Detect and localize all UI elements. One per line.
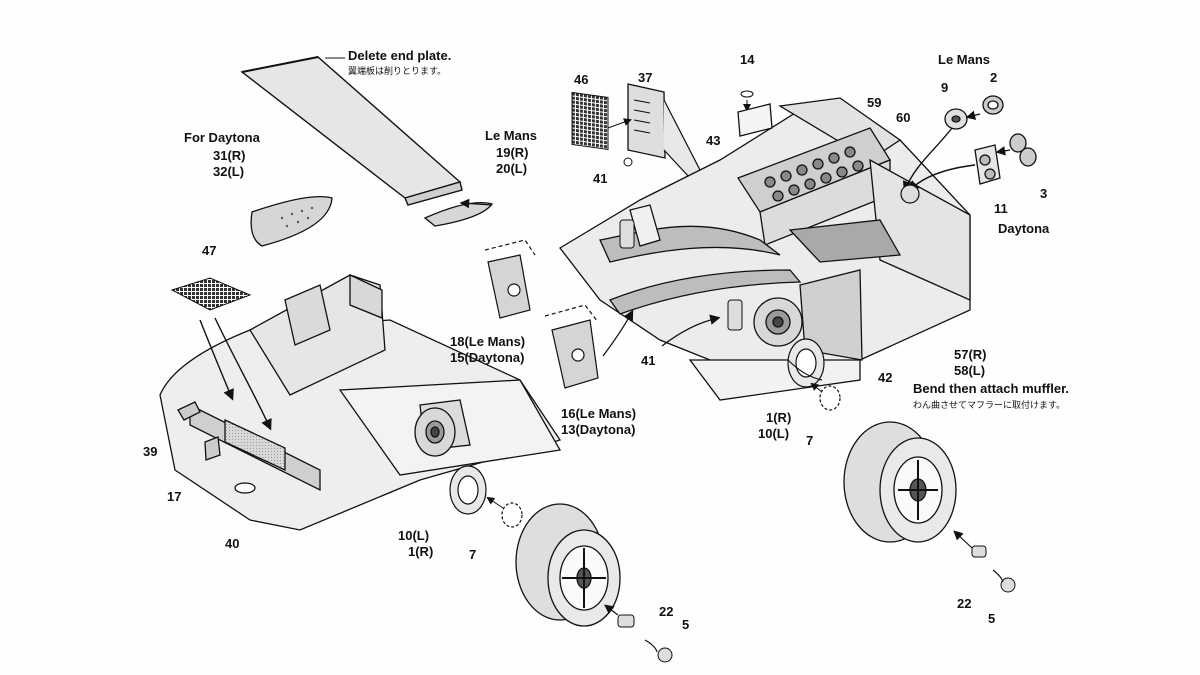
label-part-37: 37	[638, 70, 653, 85]
note-delete-end-plate-jp: 翼端板は削りとります。	[348, 67, 447, 77]
arrow	[995, 146, 1011, 156]
label-le-mans-wing: Le Mans	[485, 128, 538, 143]
label-part-13: 13(Daytona)	[561, 422, 636, 437]
brake-disc-left	[449, 465, 487, 515]
label-part-42: 42	[878, 370, 893, 385]
label-part-41-bottom: 41	[641, 353, 656, 368]
label-part-22-front: 22	[659, 604, 674, 619]
end-plate-holes	[280, 206, 314, 228]
grille-part-46	[571, 91, 609, 151]
part-14	[740, 90, 754, 98]
washer-5-left	[657, 647, 673, 663]
panel-vents	[633, 99, 651, 134]
label-part-59: 59	[867, 95, 882, 110]
label-part-16: 16(Le Mans)	[561, 406, 637, 421]
daytona-end-plate	[250, 195, 333, 247]
arrow	[953, 530, 973, 549]
label-part-1r-front: 1(R)	[408, 544, 434, 559]
label-part-10l-rear: 10(L)	[758, 426, 790, 441]
spring-coils	[619, 219, 743, 331]
label-part-43: 43	[706, 133, 721, 148]
arrow	[602, 309, 634, 357]
panel-part-37	[627, 83, 666, 159]
label-part-32: 32(L)	[213, 164, 245, 179]
label-part-7-rear: 7	[806, 433, 814, 448]
rear-chassis	[559, 97, 971, 401]
label-part-15: 15(Daytona)	[450, 350, 525, 365]
arrow	[486, 496, 504, 509]
bracket-part-16	[544, 304, 599, 389]
label-part-5-rear: 5	[988, 611, 996, 626]
label-part-60: 60	[896, 110, 911, 125]
part-41-clip	[623, 157, 633, 167]
front-wheel	[515, 503, 621, 627]
label-part-2: 2	[990, 70, 998, 85]
arrow	[661, 314, 721, 347]
clip-right	[992, 569, 1004, 583]
tail-light-housing	[900, 184, 920, 204]
label-part-41-top: 41	[593, 171, 608, 186]
washer-5-right	[1000, 577, 1016, 593]
label-part-14: 14	[740, 52, 755, 67]
wheel-nut-22-left	[617, 614, 635, 628]
note-delete-end-plate: Delete end plate.	[348, 48, 452, 63]
arrow	[965, 110, 981, 120]
label-part-47: 47	[202, 243, 217, 258]
arrow	[607, 118, 632, 129]
label-le-mans-top: Le Mans	[938, 52, 991, 67]
arrow	[199, 319, 234, 401]
label-part-40: 40	[225, 536, 240, 551]
rear-wing	[240, 56, 463, 206]
gasket-part-7	[819, 385, 841, 411]
label-part-17: 17	[167, 489, 182, 504]
label-part-46: 46	[574, 72, 589, 87]
label-part-5-front: 5	[682, 617, 690, 632]
label-part-22-rear: 22	[957, 596, 972, 611]
front-chassis	[159, 273, 562, 531]
label-part-7-front: 7	[469, 547, 477, 562]
clip-left	[644, 639, 658, 653]
label-part-10l-front: 10(L)	[398, 528, 430, 543]
label-part-31: 31(R)	[213, 148, 246, 163]
label-daytona: Daytona	[998, 221, 1050, 236]
rear-wheel-right	[843, 421, 957, 543]
bracket-part-18	[484, 239, 536, 319]
arrow	[459, 198, 493, 209]
arrow	[604, 604, 619, 616]
le-mans-caps	[944, 95, 1037, 185]
label-part-9: 9	[941, 80, 949, 95]
label-part-39: 39	[143, 444, 158, 459]
note-bend-muffler-jp: わん曲させてマフラーに取付けます。	[913, 401, 1066, 411]
le-mans-end-plate	[423, 201, 494, 227]
arrow	[214, 317, 272, 431]
gasket-part-7-front	[501, 502, 523, 528]
panel-flap	[663, 99, 701, 179]
brake-disc-right	[787, 338, 825, 388]
label-for-daytona: For Daytona	[184, 130, 260, 145]
label-part-18: 18(Le Mans)	[450, 334, 526, 349]
note-bend-muffler: Bend then attach muffler.	[913, 381, 1070, 396]
label-part-1r-rear: 1(R)	[766, 410, 792, 425]
grille-part-47	[170, 277, 252, 311]
label-part-57: 57(R)	[954, 347, 987, 362]
label-part-19: 19(R)	[496, 145, 529, 160]
label-part-20: 20(L)	[496, 161, 528, 176]
label-part-11: 11	[994, 201, 1008, 216]
wheel-nut-22-right	[971, 545, 987, 558]
label-part-58: 58(L)	[954, 363, 986, 378]
label-part-3: 3	[1040, 186, 1048, 201]
arrow	[810, 382, 823, 393]
